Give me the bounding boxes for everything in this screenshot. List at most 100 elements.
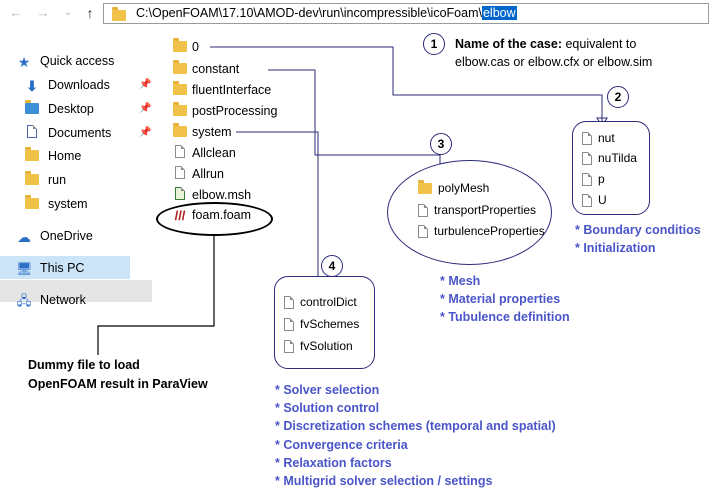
file-name: Allrun — [192, 167, 224, 181]
foam-file-highlight — [156, 202, 273, 236]
list-item-0[interactable]: 0 — [172, 37, 199, 56]
system-bullet-1: * Solver selection — [275, 383, 380, 397]
mesh-file-icon — [172, 186, 188, 205]
forward-button[interactable]: → — [36, 5, 50, 20]
pin-icon[interactable]: 📌 — [139, 127, 152, 138]
folder-icon — [24, 194, 40, 215]
list-item-foam-foam[interactable]: /// foam.foam — [172, 206, 251, 224]
zero-bullet-1: * Boundary conditios — [575, 223, 701, 237]
paraview-icon: /// — [174, 207, 186, 223]
connector-constant — [268, 69, 441, 175]
sidebar-item-label: run — [48, 173, 67, 187]
system-file-fvsolution: fvSolution — [284, 339, 353, 354]
recent-locations-button[interactable]: ⌄ — [63, 7, 73, 18]
sidebar-item-label: Downloads — [48, 78, 110, 92]
sidebar-item-this-pc[interactable]: 🖥 This PC — [16, 258, 84, 278]
file-icon — [582, 194, 592, 208]
system-file-controldict: controlDict — [284, 295, 357, 310]
address-bar[interactable]: C:\OpenFOAM\17.10\AMOD-dev\run\incompres… — [103, 3, 709, 24]
list-item-fluentinterface[interactable]: fluentInterface — [172, 80, 272, 100]
network-icon: 🖧 — [16, 292, 32, 308]
sidebar-item-label: Desktop — [48, 102, 94, 116]
address-path[interactable]: C:\OpenFOAM\17.10\AMOD-dev\run\incompres… — [136, 6, 517, 20]
sidebar-item-home[interactable]: Home — [24, 146, 81, 166]
list-item-elbow-msh[interactable]: elbow.msh — [172, 186, 251, 204]
file-icon — [418, 204, 428, 218]
folder-icon — [112, 7, 126, 21]
constant-file-turbulenceproperties: turbulenceProperties — [418, 224, 545, 239]
sidebar-item-label: Quick access — [40, 54, 115, 68]
annotation-number-4: 4 — [321, 255, 343, 277]
sidebar-item-run[interactable]: run — [24, 170, 66, 190]
folder-icon — [172, 122, 188, 142]
file-icon — [582, 173, 592, 187]
dummy-file-note-2: OpenFOAM result in ParaView — [28, 377, 208, 391]
sidebar-item-label: Network — [40, 293, 86, 307]
zero-bullet-2: * Initialization — [575, 241, 656, 255]
system-file-fvschemes: fvSchemes — [284, 317, 359, 332]
file-name: 0 — [192, 40, 199, 54]
sidebar-item-quick-access[interactable]: ★ Quick access — [16, 51, 115, 71]
file-icon — [284, 340, 294, 354]
list-item-constant[interactable]: constant — [172, 59, 239, 79]
computer-icon: 🖥 — [16, 260, 33, 276]
constant-bullet-2: * Material properties — [440, 292, 561, 306]
list-item-allclean[interactable]: Allclean — [172, 144, 236, 162]
annotation-number-3: 3 — [430, 133, 452, 155]
constant-bullet-3: * Tubulence definition — [440, 310, 570, 324]
sidebar-item-desktop[interactable]: Desktop — [24, 99, 94, 119]
file-icon — [284, 296, 294, 310]
network-highlight — [0, 280, 152, 302]
zero-file-p: p — [582, 172, 605, 187]
file-name: foam.foam — [192, 208, 252, 222]
file-icon — [172, 144, 188, 163]
system-bullet-6: * Multigrid solver selection / settings — [275, 474, 493, 488]
pin-icon[interactable]: 📌 — [139, 79, 152, 90]
connector-zero — [210, 46, 603, 123]
file-name: elbow.msh — [192, 188, 252, 202]
zero-file-u: U — [582, 193, 607, 208]
constant-bullet-1: * Mesh — [440, 274, 481, 288]
folder-icon — [172, 59, 188, 79]
sidebar-item-onedrive[interactable]: ☁OneDrive — [16, 226, 93, 246]
path-selected: elbow — [481, 6, 517, 20]
annotation-number-2: 2 — [607, 86, 629, 108]
list-item-allrun[interactable]: Allrun — [172, 165, 224, 183]
up-button[interactable]: ↑ — [86, 5, 94, 21]
back-button[interactable]: ← — [9, 5, 23, 20]
sidebar-item-system[interactable]: system — [24, 194, 88, 214]
folder-icon — [172, 101, 188, 121]
file-name: fluentInterface — [192, 83, 272, 97]
system-bullet-4: * Convergence criteria — [275, 438, 408, 452]
pin-icon[interactable]: 📌 — [139, 103, 152, 114]
sidebar-item-documents[interactable]: Documents — [24, 123, 111, 143]
connector-foam — [97, 232, 215, 355]
file-icon — [284, 318, 294, 332]
list-item-system[interactable]: system — [172, 122, 232, 142]
sidebar-item-network[interactable]: 🖧 Network — [16, 290, 86, 310]
folder-icon — [418, 180, 432, 195]
system-bullet-2: * Solution control — [275, 401, 380, 415]
sidebar-item-label: This PC — [40, 261, 85, 275]
download-icon: ⬇ — [26, 77, 38, 94]
this-pc-selection — [0, 256, 130, 279]
sidebar-item-label: Home — [48, 149, 82, 163]
file-icon — [172, 165, 188, 184]
case-name-text-2: elbow.cas or elbow.cfx or elbow.sim — [455, 55, 653, 69]
case-name-title: Name of the case: — [455, 37, 562, 51]
file-name: Allclean — [192, 146, 236, 160]
constant-dir-ellipse — [387, 160, 552, 265]
folder-icon — [172, 80, 188, 100]
sidebar-item-label: OneDrive — [40, 229, 93, 243]
system-bullet-3: * Discretization schemes (temporal and s… — [275, 419, 556, 433]
sidebar-item-downloads[interactable]: ⬇ Downloads — [24, 75, 110, 95]
zero-file-nut: nut — [582, 131, 615, 146]
desktop-folder-icon — [24, 99, 40, 120]
annotation-number-1: 1 — [423, 33, 445, 55]
sidebar-item-label: Documents — [48, 126, 112, 140]
star-icon: ★ — [17, 53, 31, 70]
case-name-text-1: equivalent to — [561, 37, 637, 51]
list-item-postprocessing[interactable]: postProcessing — [172, 101, 278, 121]
file-name: postProcessing — [192, 104, 278, 118]
